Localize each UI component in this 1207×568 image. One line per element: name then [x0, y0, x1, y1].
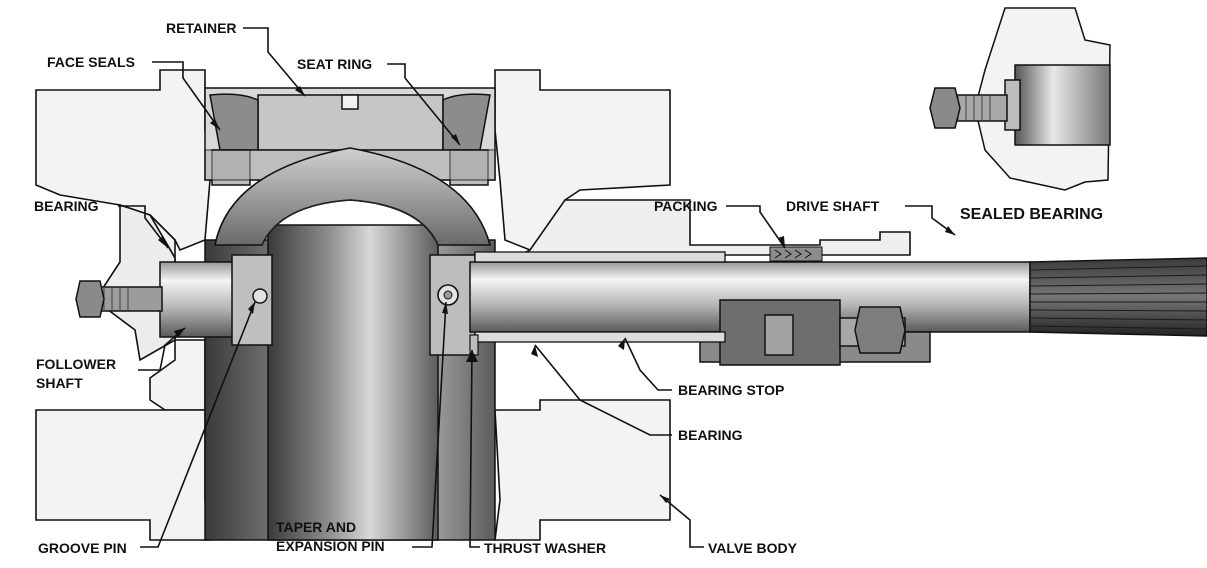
- packing-rings: [769, 246, 823, 262]
- label-face-seals: FACE SEALS: [47, 54, 135, 70]
- label-taper-pin-line1: TAPER AND: [276, 519, 357, 535]
- arrowheads: [158, 86, 955, 503]
- leader-lines: [118, 27, 956, 548]
- label-thrust-washer: THRUST WASHER: [484, 540, 607, 556]
- sealed-bearing-inset: [929, 7, 1111, 191]
- valve-body: [35, 69, 911, 541]
- label-follower-shaft-line1: FOLLOWER: [36, 356, 117, 372]
- label-drive-shaft: DRIVE SHAFT: [786, 198, 880, 214]
- label-bearing-right: BEARING: [678, 427, 743, 443]
- label-packing: PACKING: [654, 198, 718, 214]
- label-groove-pin: GROOVE PIN: [38, 540, 127, 556]
- label-bearing-stop: BEARING STOP: [678, 382, 785, 398]
- label-retainer: RETAINER: [166, 20, 237, 36]
- valve-bore: [204, 224, 496, 541]
- packing-gland: [699, 299, 931, 366]
- ball-disc: [214, 147, 492, 246]
- label-sealed-bearing: SEALED BEARING: [960, 206, 1104, 223]
- groove-pin: [252, 288, 268, 304]
- label-bearing-left: BEARING: [34, 198, 99, 214]
- label-valve-body: VALVE BODY: [708, 540, 797, 556]
- label-seat-ring: SEAT RING: [297, 56, 373, 72]
- label-taper-pin-line2: EXPANSION PIN: [276, 538, 385, 554]
- label-follower-shaft-line2: SHAFT: [36, 375, 83, 391]
